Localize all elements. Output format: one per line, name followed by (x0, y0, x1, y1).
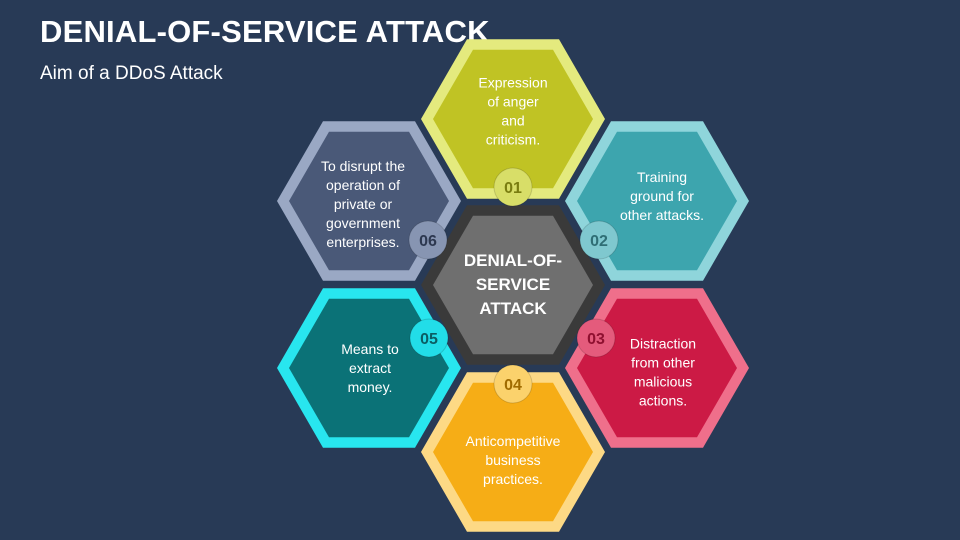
hexagon-label-06-line: private or (334, 196, 393, 212)
number-badge-06: 06 (408, 220, 448, 260)
hexagon-label-06-line: enterprises. (326, 234, 399, 250)
hexagon-label-02: Training ground for other attacks. (620, 169, 704, 223)
hexagon-label-01: Expression of anger and criticism. (478, 75, 547, 148)
badge-circle (493, 364, 533, 404)
badge-number: 05 (420, 331, 438, 348)
hexagon-label-03-line: Distraction (630, 336, 696, 352)
hexagon-label-03-line: actions. (639, 393, 687, 409)
hexagon-label-01-line: Expression (478, 75, 547, 91)
hexagon-label-04-line: business (485, 452, 540, 468)
hexagon-label-01-line: of anger (487, 94, 539, 110)
hexagon-label-02-line: other attacks. (620, 207, 704, 223)
hexagon-label-03: Distraction from other malicious actions. (630, 336, 696, 409)
number-badge-03: 03 (576, 318, 616, 358)
hexagon-04 (421, 372, 605, 532)
hexagon-label-02-line: Training (637, 169, 687, 185)
hexagon-fill (577, 298, 737, 438)
hexagon-label-05: Means to extract money. (341, 341, 399, 395)
hexagon-label-05-line: money. (348, 379, 393, 395)
page-title: DENIAL-OF-SERVICE ATTACK (40, 14, 490, 49)
badge-number: 01 (504, 180, 522, 197)
number-badge-01: 01 (493, 167, 533, 207)
hexagon-label-06-line: To disrupt the (321, 158, 405, 174)
hexagon-label-04: Anticompetitive business practices. (466, 433, 561, 487)
hexagon-label-03-line: malicious (634, 374, 692, 390)
hexagon-label-01-line: criticism. (486, 132, 540, 148)
badge-number: 04 (504, 377, 522, 394)
badge-circle (408, 220, 448, 260)
badge-number: 06 (419, 233, 437, 250)
hexagon-label-06-line: operation of (326, 177, 400, 193)
hexagon-label-01-line: and (501, 113, 524, 129)
hexagon-label-05-line: extract (349, 360, 391, 376)
badge-circle (409, 318, 449, 358)
hexagon-label-06: To disrupt the operation of private or gove… (321, 158, 405, 250)
center-hexagon (421, 205, 605, 365)
badge-number: 03 (587, 331, 605, 348)
badge-circle (493, 167, 533, 207)
hexagon-label-03-line: from other (631, 355, 695, 371)
center-label-line: SERVICE (476, 275, 550, 294)
number-badge-05: 05 (409, 318, 449, 358)
hexagon-label-04-line: practices. (483, 471, 543, 487)
center-label-line: ATTACK (479, 299, 547, 318)
hexagon-fill (433, 382, 593, 522)
center-label: DENIAL-OF- SERVICE ATTACK (464, 251, 562, 318)
hexagon-fill (289, 131, 449, 271)
badge-number: 02 (590, 233, 608, 250)
hexagon-label-02-line: ground for (630, 188, 694, 204)
hexagon-label-06-line: government (326, 215, 400, 231)
number-badge-02: 02 (579, 220, 619, 260)
page-subtitle: Aim of a DDoS Attack (40, 63, 223, 84)
hexagon-fill (289, 298, 449, 438)
center-label-line: DENIAL-OF- (464, 251, 562, 270)
hexagon-label-05-line: Means to (341, 341, 399, 357)
hexagon-fill (433, 49, 593, 189)
badge-circle (579, 220, 619, 260)
number-badge-04: 04 (493, 364, 533, 404)
hexagon-label-04-line: Anticompetitive (466, 433, 561, 449)
center-hexagon-fill (433, 215, 593, 355)
badge-circle (576, 318, 616, 358)
hexagon-01 (421, 39, 605, 199)
